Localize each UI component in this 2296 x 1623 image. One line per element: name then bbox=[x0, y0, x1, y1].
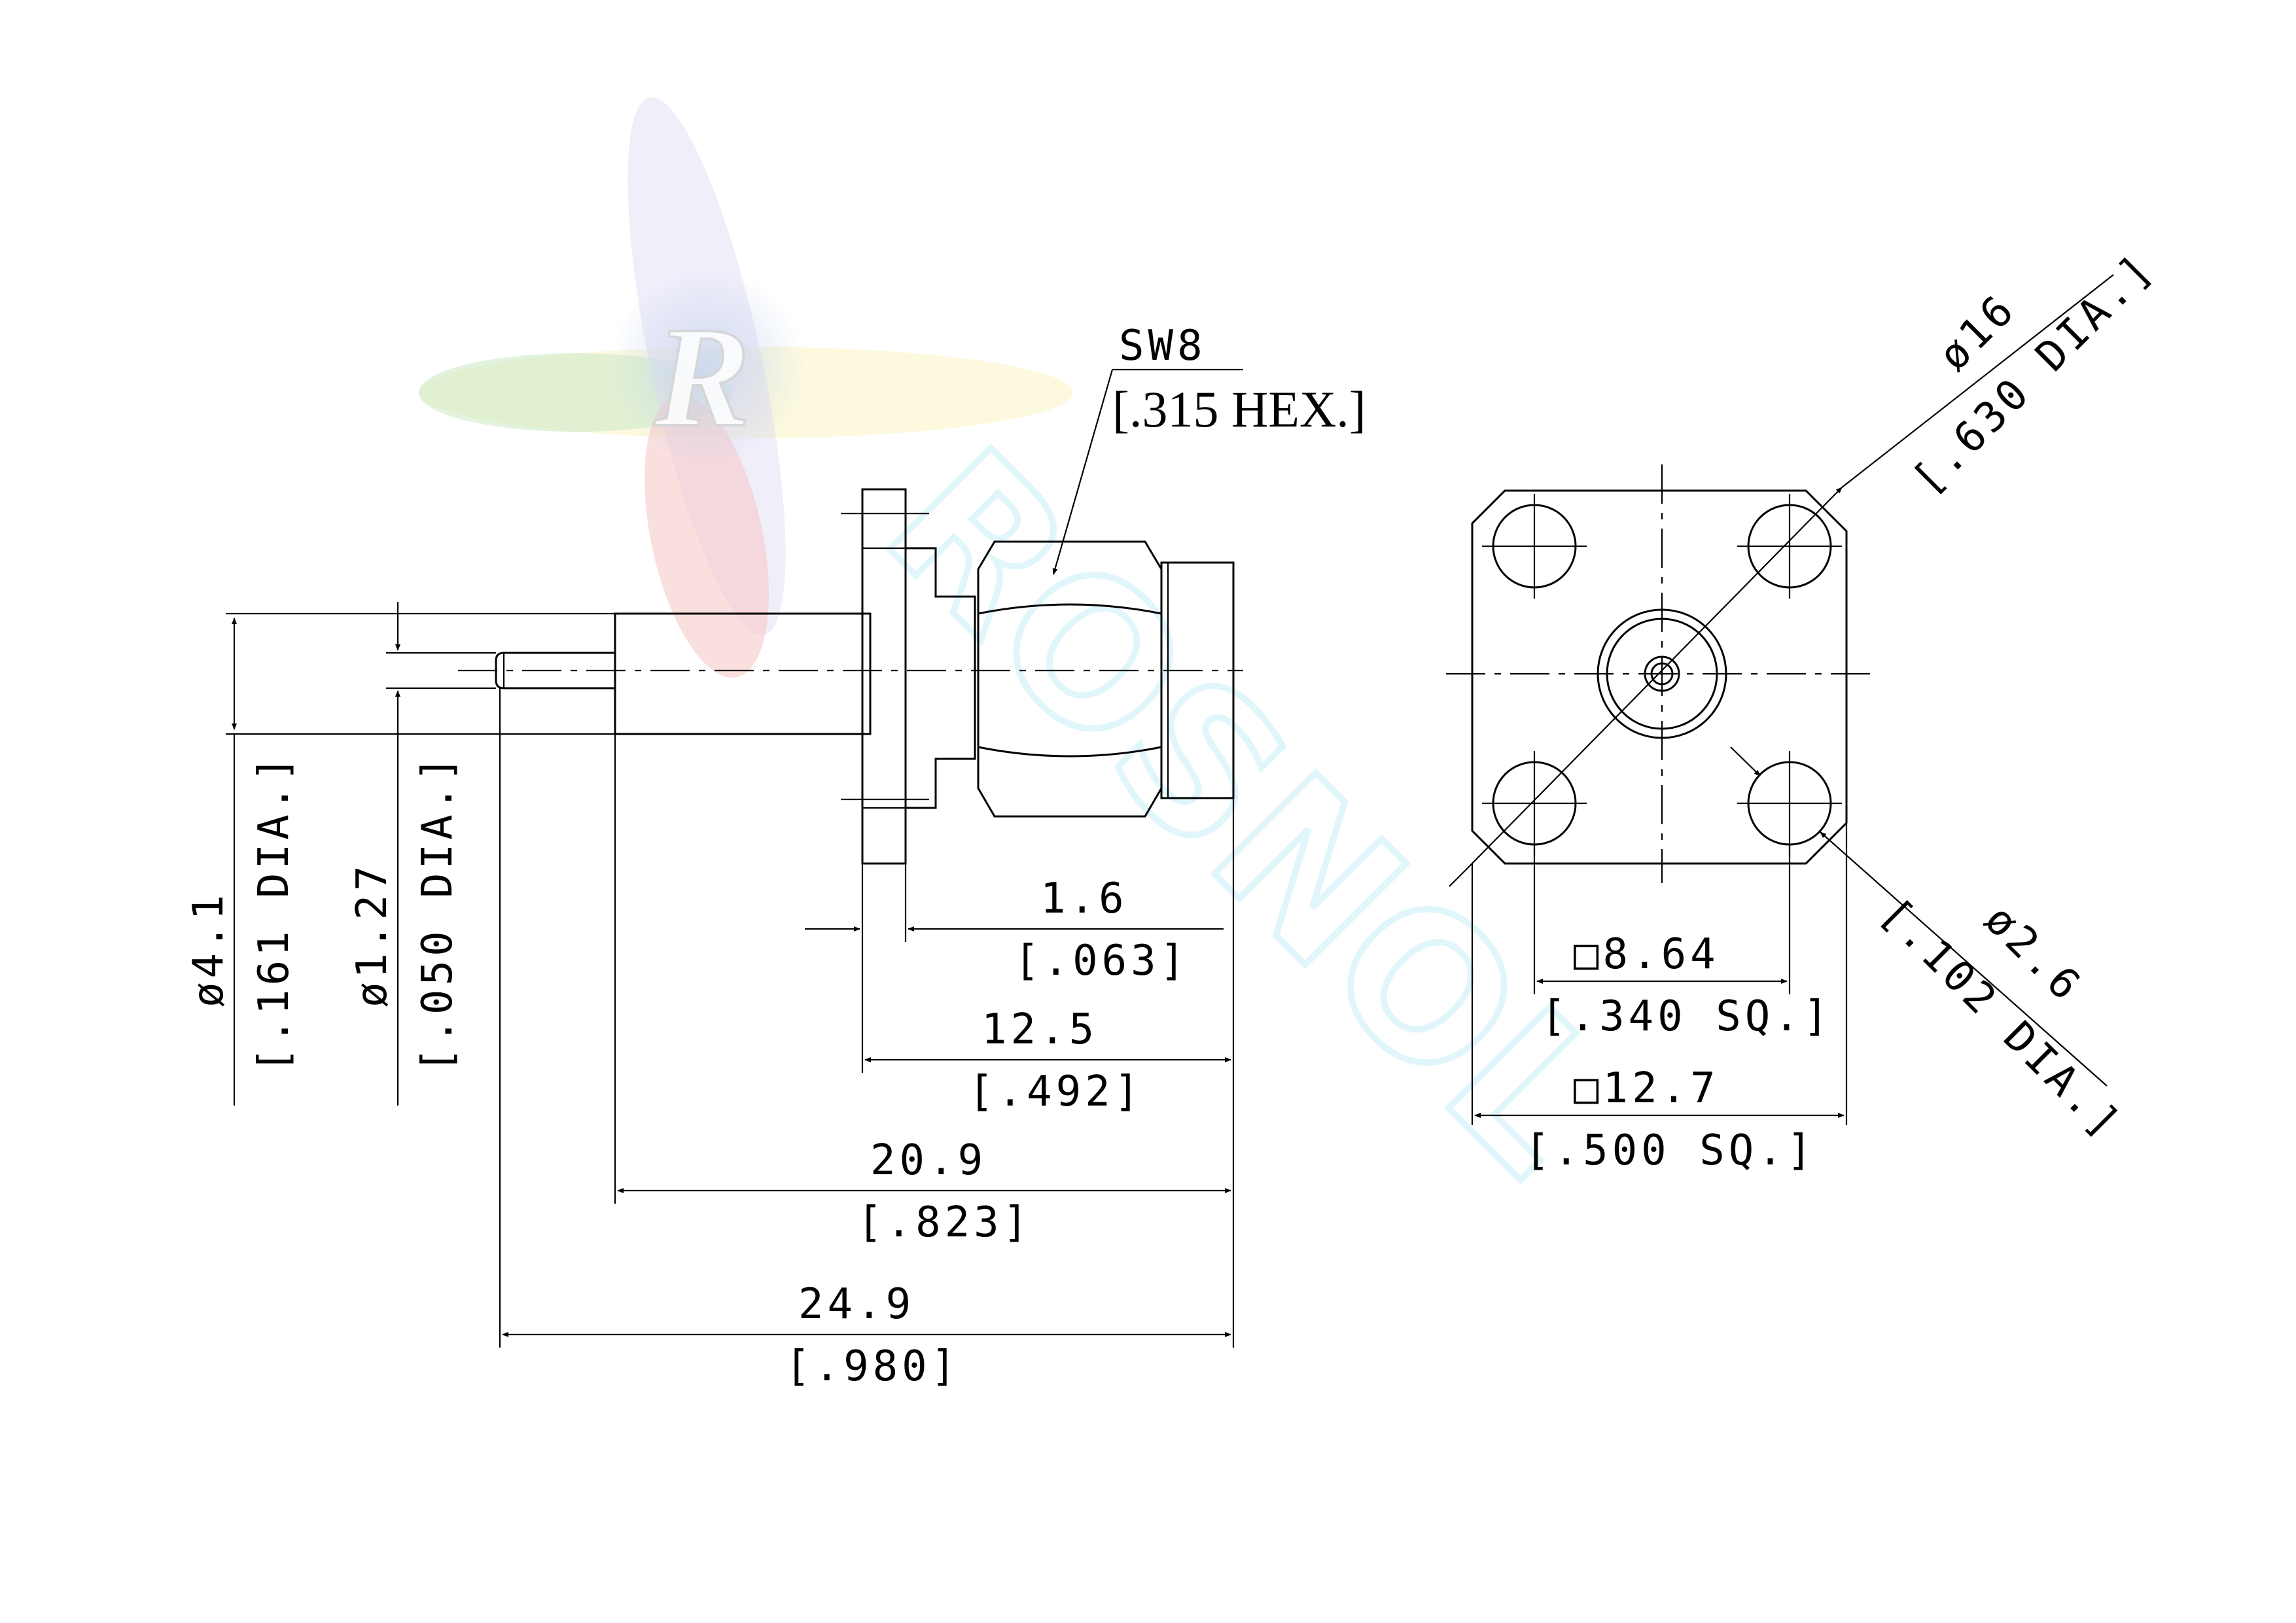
hex-nut bbox=[977, 540, 1163, 818]
center-pin bbox=[495, 652, 616, 689]
mid-length-inch: [.823] bbox=[857, 1198, 1032, 1247]
hole-spacing-inch: [.340 SQ.] bbox=[1541, 992, 1832, 1041]
hex-size-label: SW8 bbox=[1119, 322, 1207, 370]
body-dia-inch: [.161 DIA.] bbox=[250, 752, 298, 1073]
hex-size-inch: [.315 HEX.] bbox=[1112, 381, 1366, 438]
hole-spacing-mm: □8.64 bbox=[1574, 930, 1720, 979]
overall-length-inch: [.980] bbox=[785, 1342, 960, 1391]
pin-dia-mm: ø1.27 bbox=[348, 862, 397, 1007]
square-flange bbox=[1471, 489, 1848, 865]
watermark-logo-letter: R bbox=[654, 297, 751, 457]
watermark-brand: ROSNOL bbox=[844, 408, 1653, 1216]
flange-sq-inch: [.500 SQ.] bbox=[1525, 1126, 1816, 1175]
flange-thickness-mm: 1.6 bbox=[1040, 875, 1128, 923]
front-view: ø16 [.630 DIA.] ø2.6 [.102 DIA.] □8.64 [… bbox=[1446, 244, 2164, 1175]
flange-thickness-inch: [.063] bbox=[1014, 937, 1189, 985]
rear-body bbox=[614, 612, 872, 735]
body-dia-mm: ø4.1 bbox=[185, 891, 233, 1007]
mounting-holes bbox=[1482, 494, 1842, 856]
pin-dia-inch: [.050 DIA.] bbox=[414, 752, 462, 1073]
front-length-mm: 12.5 bbox=[981, 1005, 1098, 1054]
flange-sq-mm: □12.7 bbox=[1574, 1064, 1720, 1113]
front-body bbox=[1160, 561, 1235, 799]
side-view: SW8 [.315 HEX.] ø4.1 [.161 DIA.] ø1.27 [… bbox=[185, 322, 1366, 1391]
center-contact bbox=[1597, 608, 1727, 739]
flange bbox=[861, 488, 907, 865]
mid-length-mm: 20.9 bbox=[870, 1136, 987, 1185]
flange-dia-inch: [.630 DIA.] bbox=[1903, 244, 2164, 505]
flange-neck bbox=[906, 547, 976, 809]
watermark-logo-icon: R bbox=[419, 97, 1073, 678]
overall-length-mm: 24.9 bbox=[798, 1280, 915, 1329]
front-length-inch: [.492] bbox=[968, 1068, 1143, 1116]
